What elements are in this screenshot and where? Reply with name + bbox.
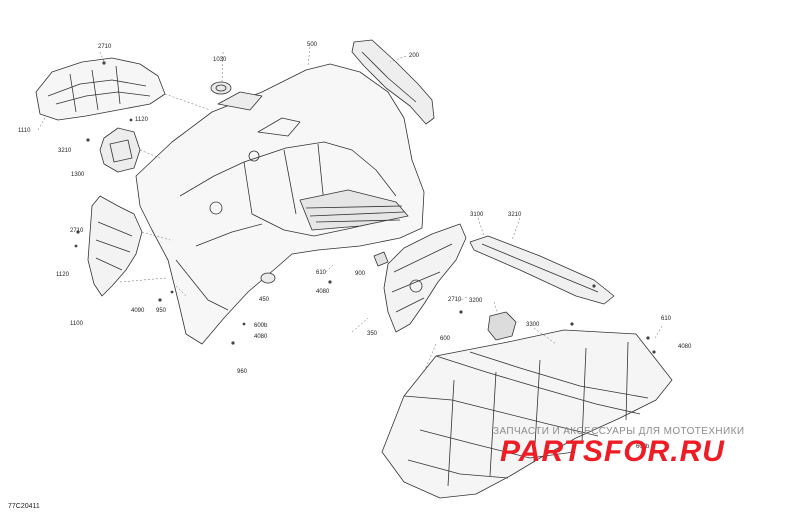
callout-350: 350 — [367, 331, 378, 337]
callout-600: 600 — [440, 336, 451, 342]
callout-3210: 3210 — [508, 212, 522, 218]
callout-4090: 4090 — [131, 308, 145, 314]
callout-2710: 2710 — [98, 44, 112, 50]
callout-1110: 1110 — [18, 128, 31, 134]
callout-4080: 4080 — [678, 344, 692, 350]
part-600-floor — [381, 329, 673, 499]
part-500-firewall — [135, 63, 425, 345]
callout-1300: 1300 — [71, 172, 85, 178]
fasteners — [74, 61, 656, 354]
part-1100-panel — [87, 195, 143, 297]
part-200-rail — [351, 39, 435, 125]
callout-1100: 1100 — [70, 321, 83, 327]
leader-lines — [37, 46, 663, 373]
figure-reference: 77C20411 — [8, 503, 40, 510]
callout-2710: 2710 — [448, 297, 462, 303]
callout-500: 500 — [307, 42, 318, 48]
callout-600b: 600b — [254, 323, 268, 329]
part-1030-seal — [210, 81, 232, 95]
part-900-grommet — [373, 251, 389, 267]
part-3200-bracket — [487, 311, 517, 341]
callout-600b: 600b — [636, 444, 650, 450]
callout-1030: 1030 — [213, 57, 227, 63]
callout-610: 610 — [316, 270, 327, 276]
callout-3200: 3200 — [469, 298, 483, 304]
part-350-panel — [383, 223, 467, 333]
part-1300-bracket — [99, 127, 141, 173]
callout-610: 610 — [661, 316, 672, 322]
callout-950: 950 — [156, 308, 167, 314]
part-1110-panel — [35, 57, 166, 121]
callout-200: 200 — [409, 53, 420, 59]
callout-3210: 3210 — [58, 148, 72, 154]
part-450-plug — [260, 272, 276, 284]
callout-900: 900 — [355, 271, 366, 277]
callout-2710: 2710 — [70, 228, 84, 234]
callout-1120: 1120 — [56, 272, 69, 278]
callout-4080: 4080 — [254, 334, 268, 340]
watermark-tagline: ЗАПЧАСТИ И АКСЕССУАРЫ ДЛЯ МОТОТЕХНИКИ — [493, 426, 745, 437]
callout-4080: 4080 — [316, 289, 330, 295]
watermark-logo: PARTSFOR.RU — [500, 435, 725, 468]
callout-3300: 3300 — [526, 322, 540, 328]
part-3100-rail — [469, 235, 615, 305]
callout-3100: 3100 — [470, 212, 484, 218]
callout-450: 450 — [259, 297, 270, 303]
callout-1120: 1120 — [135, 117, 148, 123]
callout-960: 960 — [237, 369, 248, 375]
